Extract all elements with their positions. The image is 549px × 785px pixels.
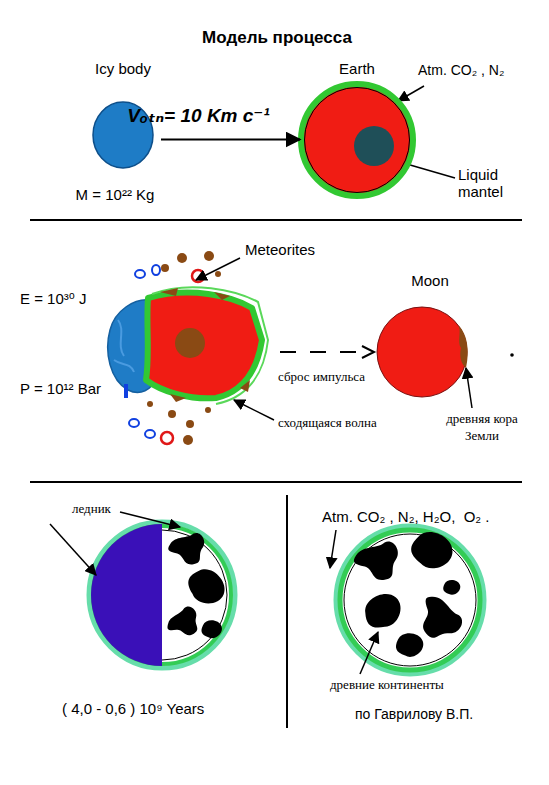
node-label: M = 10²² Kg: [76, 186, 155, 204]
velocity-arrow: [161, 139, 300, 141]
leader-arrow: [196, 258, 240, 280]
annotation-label: ледник: [72, 500, 111, 517]
annotation-label: Liquid mantel: [458, 166, 518, 200]
annotation-label: сброс импульса: [278, 368, 365, 385]
leader-arrow: [234, 400, 274, 420]
leader-arrow: [466, 368, 472, 408]
leader-arrow: [120, 512, 180, 527]
modern-earth: [336, 526, 484, 674]
ancient-crust: [459, 326, 468, 368]
dashed-arrow: [280, 351, 368, 353]
earth-core: [354, 126, 394, 166]
moon-circle: [377, 307, 467, 397]
annotation-label: Meteorites: [245, 241, 315, 258]
leader-arrow: [398, 86, 424, 101]
annotation-label: E = 10³⁰ J: [20, 290, 86, 307]
dot: [510, 353, 514, 357]
glaciated-earth: [89, 522, 235, 668]
leader-arrow: [360, 632, 378, 674]
leader-arrow: [330, 530, 336, 568]
annotation-label: P = 10¹² Bar: [20, 380, 101, 397]
node-shape: [300, 58, 414, 200]
node-label: Moon: [411, 272, 449, 290]
body-node: Moon: [375, 272, 467, 400]
diagram-title: Модель процесса: [202, 28, 352, 48]
dashed-arrow-head: [362, 346, 374, 358]
earth-circle: [301, 84, 413, 196]
annotation-label: по Гаврилову В.П.: [355, 706, 473, 723]
node-label: Icy body: [95, 60, 151, 78]
separator: [286, 495, 288, 728]
annotation-label: Atm. CO₂ , N₂: [418, 62, 504, 79]
annotation-label: сходящаяся волна: [278, 414, 377, 431]
edge-label: Vₒₜₙ= 10 Km c⁻¹: [127, 104, 269, 127]
body-node: Earth: [300, 58, 414, 200]
earth-outline: [305, 88, 410, 193]
annotation-label: древние континенты: [330, 676, 444, 693]
node-shape: [375, 272, 467, 400]
collision-illustration: [108, 251, 268, 445]
leader-arrow: [50, 524, 96, 575]
body-node: Icy bodyM = 10²² Kg: [85, 60, 161, 210]
annotation-label: древняя кора Земли: [434, 410, 530, 444]
annotation-label: Atm. CO₂ , N₂, H₂O, O₂ .: [322, 508, 489, 525]
annotation-label: ( 4,0 - 0,6 ) 10⁹ Years: [62, 700, 204, 717]
separator: [30, 219, 522, 221]
node-label: Earth: [339, 60, 375, 78]
separator: [30, 481, 522, 483]
